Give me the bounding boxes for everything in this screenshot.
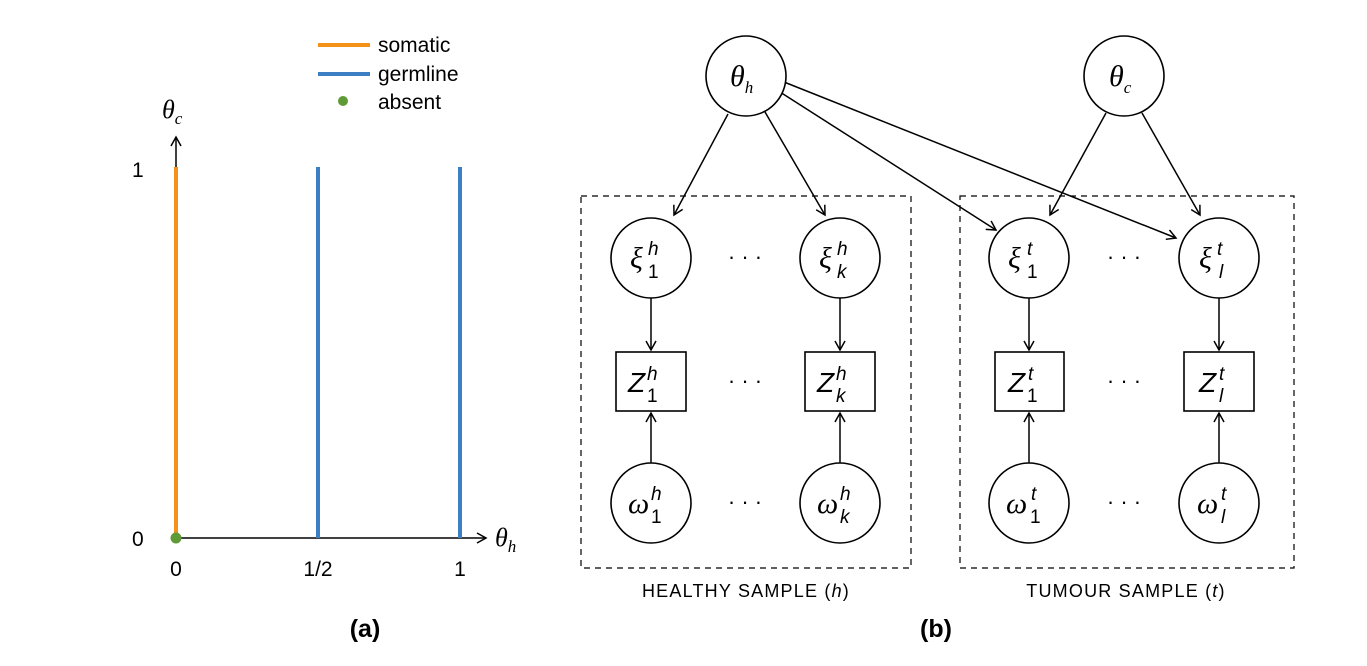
svg-text:t: t [1221,484,1227,505]
tumour-plate-label: TUMOUR SAMPLE (t) [1026,581,1225,601]
node-theta-c: θc [1083,35,1165,117]
svg-text:k: k [836,386,847,407]
edge-thetah-xihk [764,111,826,217]
svg-text:ω: ω [817,487,838,520]
svg-text:t: t [1027,239,1033,260]
healthy-plate-label: HEALTHY SAMPLE (h) [642,581,850,601]
panel-b-caption: (b) [920,615,952,643]
svg-text:Z: Z [1198,367,1217,398]
svg-text:h: h [837,239,848,260]
svg-text:1: 1 [1030,507,1041,528]
svg-text:1: 1 [1027,386,1038,407]
svg-text:ω: ω [628,487,649,520]
svg-text:l: l [1219,262,1224,283]
svg-text:t: t [1219,364,1225,385]
node-z-h-1: Z h 1 [615,351,687,412]
absent-point [170,532,182,544]
svg-text:1: 1 [1027,262,1038,283]
legend: somatic germline absent [318,34,459,114]
ellipsis-omega-h: · · · [728,489,762,514]
y-tick-0: 0 [132,528,144,551]
ellipsis-omega-t: · · · [1107,489,1141,514]
ellipsis-xi-t: · · · [1107,244,1141,269]
svg-text:Z: Z [1007,367,1026,398]
y-axis-label: θc [162,95,183,128]
node-xi-t-l: ξ t l [1178,217,1260,299]
node-z-t-1: Z t 1 [994,351,1065,412]
node-theta-h: θh [705,35,787,117]
svg-text:h: h [648,239,659,260]
panel-a: somatic germline absent θc θh 1 0 0 1/2 … [132,34,516,643]
edge-thetac-xit1 [1049,112,1107,217]
x-tick-1: 1 [454,558,466,581]
node-xi-h-k: ξ h k [799,217,881,299]
edge-thetac-xitl [1141,112,1201,217]
edge-thetah-xit1 [779,91,998,231]
svg-text:Z: Z [627,367,646,398]
y-tick-1: 1 [132,159,144,182]
ellipsis-z-t: · · · [1107,368,1141,393]
svg-text:h: h [840,484,851,505]
svg-text:h: h [651,484,662,505]
edge-thetah-xitl [783,81,1178,241]
node-z-t-l: Z t l [1183,351,1255,412]
ellipsis-xi-h: · · · [728,244,762,269]
svg-text:t: t [1217,239,1223,260]
svg-text:h: h [647,364,658,385]
svg-text:t: t [1028,364,1034,385]
svg-text:t: t [1031,484,1037,505]
edge-thetah-xih1 [673,113,729,217]
node-omega-t-1: ω t 1 [988,462,1070,544]
panel-b: θh θc ξ h 1 ξ h k ξ t 1 ξ t l [580,35,1295,643]
svg-text:l: l [1219,386,1224,407]
svg-text:Z: Z [816,367,835,398]
x-tick-half: 1/2 [303,558,332,581]
node-xi-t-1: ξ t 1 [988,217,1070,299]
node-omega-t-l: ω t l [1178,462,1260,544]
node-omega-h-k: ω h k [799,462,881,544]
node-z-h-k: Z h k [804,351,876,412]
legend-absent-label: absent [378,91,441,114]
legend-somatic-label: somatic [378,34,450,57]
healthy-plate [580,195,912,569]
svg-text:1: 1 [647,386,658,407]
svg-text:k: k [837,262,848,283]
svg-text:1: 1 [648,262,659,283]
svg-text:k: k [840,507,851,528]
svg-text:θc: θc [1109,60,1132,97]
legend-germline-label: germline [378,63,459,86]
tumour-plate [959,195,1295,569]
svg-text:ξ: ξ [1199,242,1212,275]
svg-text:ω: ω [1006,487,1027,520]
ellipsis-z-h: · · · [728,368,762,393]
svg-text:θh: θh [730,60,753,97]
panel-a-caption: (a) [350,615,381,643]
node-omega-h-1: ω h 1 [610,462,692,544]
svg-text:1: 1 [651,507,662,528]
x-axis-label: θh [495,523,516,556]
x-tick-0: 0 [170,558,182,581]
svg-text:ξ: ξ [819,242,832,275]
svg-text:ξ: ξ [630,242,643,275]
node-xi-h-1: ξ h 1 [610,217,692,299]
svg-text:ξ: ξ [1008,242,1021,275]
legend-absent-marker [338,96,348,106]
svg-text:l: l [1221,507,1226,528]
svg-text:h: h [836,364,847,385]
svg-text:ω: ω [1197,487,1218,520]
